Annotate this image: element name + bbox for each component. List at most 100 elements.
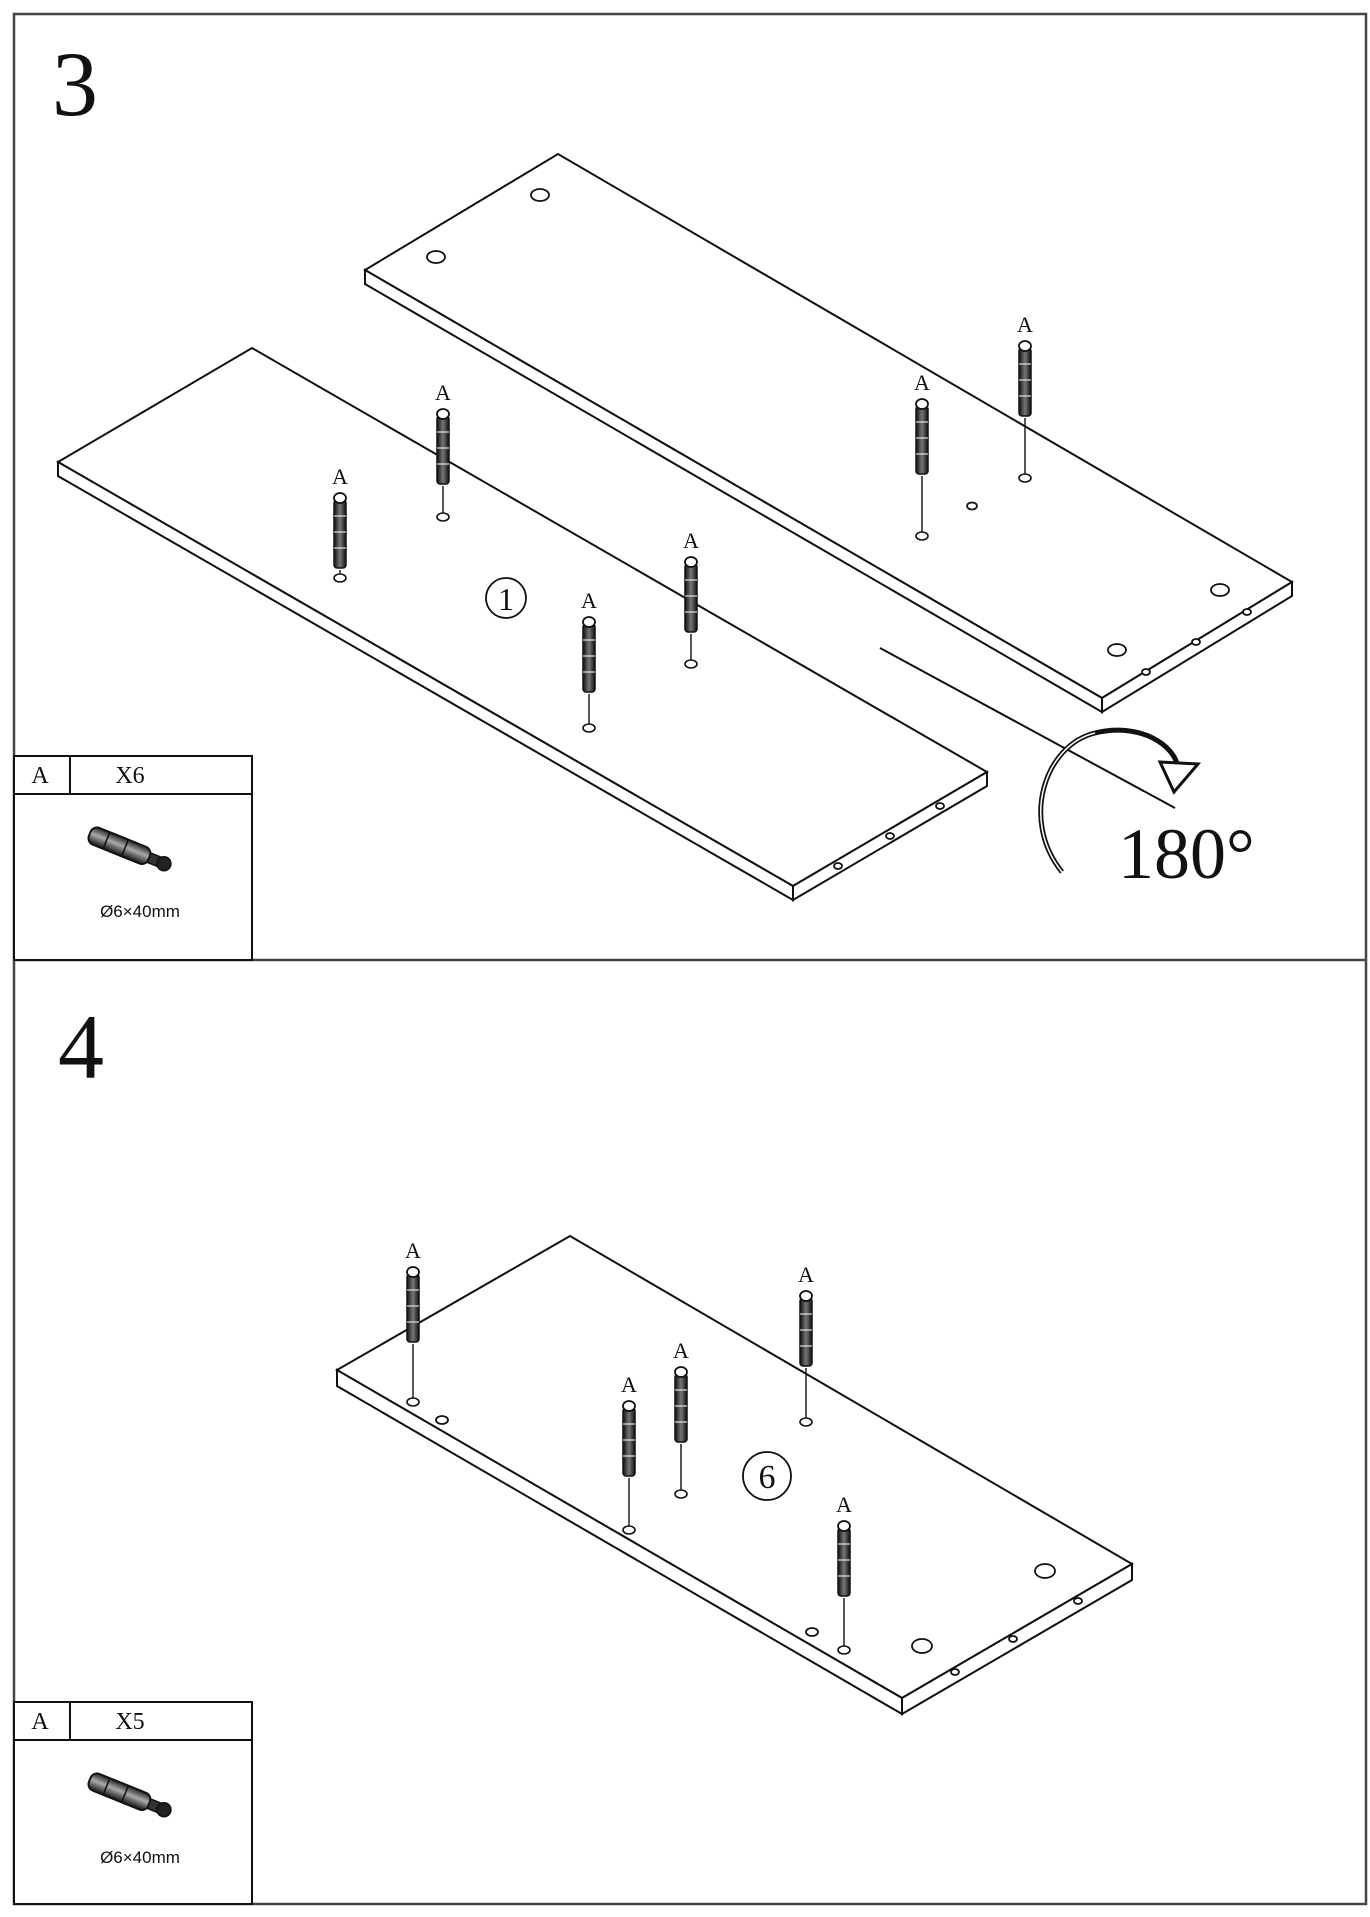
part-number-badge xyxy=(742,1451,792,1501)
dowel-hole xyxy=(426,250,446,264)
dowel-hole xyxy=(530,188,550,202)
dowel-body xyxy=(915,405,929,475)
dowel-label: A xyxy=(798,1262,814,1287)
dowel-label: A xyxy=(621,1372,637,1397)
dowel-pin: A xyxy=(435,380,451,522)
dowel-body xyxy=(582,623,596,693)
dowel-pin: A xyxy=(332,464,348,583)
part-number-badge xyxy=(485,577,527,619)
dowel-hole xyxy=(966,501,978,511)
dowel-body xyxy=(684,563,698,633)
hardware-legend: A X6 Ø6×40mm xyxy=(13,755,253,961)
step-number: 3 xyxy=(52,33,98,135)
dowel-hole xyxy=(1141,668,1151,676)
dowel-hole xyxy=(1191,638,1201,646)
dowel-hole xyxy=(1242,608,1252,616)
dowel-head xyxy=(436,408,450,420)
dowel-hole xyxy=(885,832,895,840)
dowel-hole xyxy=(1034,1563,1056,1579)
dowel-head xyxy=(837,1520,851,1532)
dowel-head xyxy=(333,492,347,504)
dowel-head xyxy=(799,1290,813,1302)
dowel-hole xyxy=(950,1668,960,1676)
step-number: 4 xyxy=(58,996,104,1098)
dowel-hole xyxy=(1018,473,1032,483)
dowel-head xyxy=(406,1266,420,1278)
dowel-pin-icon xyxy=(87,826,172,872)
rotation-label: 180° xyxy=(1118,814,1255,894)
dowel-hole xyxy=(622,1525,636,1535)
legend-size: Ø6×40mm xyxy=(100,902,180,921)
dowel-hole xyxy=(915,531,929,541)
dowel-pin: A xyxy=(581,588,597,733)
dowel-body xyxy=(622,1407,636,1477)
dowel-pin: A xyxy=(621,1372,637,1535)
dowel-group: A A A A A A xyxy=(332,312,1033,733)
dowel-head xyxy=(1018,340,1032,352)
dowel-head xyxy=(622,1400,636,1412)
dowel-label: A xyxy=(435,380,451,405)
dowel-label: A xyxy=(914,370,930,395)
dowel-body xyxy=(799,1297,813,1367)
dowel-hole xyxy=(674,1489,688,1499)
dowel-body xyxy=(837,1527,851,1597)
dowel-head xyxy=(684,556,698,568)
dowel-body xyxy=(436,415,450,485)
dowel-pin: A xyxy=(1017,312,1033,483)
legend-size: Ø6×40mm xyxy=(100,1848,180,1867)
legend-code: A xyxy=(31,1709,49,1735)
dowel-label: A xyxy=(836,1492,852,1517)
legend-quantity: X5 xyxy=(115,1709,144,1735)
dowel-pin: A xyxy=(914,370,930,541)
dowel-body xyxy=(1018,347,1032,417)
dowel-label: A xyxy=(405,1238,421,1263)
dowel-hole xyxy=(1008,1635,1018,1643)
legend-code: A xyxy=(31,763,49,789)
dowel-hole xyxy=(435,1415,449,1425)
dowel-hole xyxy=(684,659,698,669)
dowel-group: A A A A A xyxy=(405,1238,852,1655)
dowel-body xyxy=(333,499,347,569)
hardware-legend: A X5 Ø6×40mm xyxy=(13,1701,253,1905)
dowel-pin: A xyxy=(405,1238,421,1407)
dowel-hole xyxy=(406,1397,420,1407)
dowel-body xyxy=(406,1273,420,1343)
dowel-hole xyxy=(805,1627,819,1637)
dowel-head xyxy=(915,398,929,410)
dowel-label: A xyxy=(673,1338,689,1363)
dowel-hole xyxy=(837,1645,851,1655)
step-4: 4 6 A A A A A A X5 Ø6×40mm xyxy=(13,996,1134,1905)
dowel-hole xyxy=(911,1638,933,1654)
board-holes xyxy=(435,1415,1083,1676)
rotation-indicator: 180° xyxy=(879,647,1255,894)
dowel-pin: A xyxy=(673,1338,689,1499)
rotation-arrow-icon xyxy=(1157,760,1202,795)
dowel-pin: A xyxy=(836,1492,852,1655)
dowel-hole xyxy=(436,512,450,522)
dowel-hole xyxy=(935,802,945,810)
dowel-label: A xyxy=(581,588,597,613)
dowel-label: A xyxy=(1017,312,1033,337)
dowel-body xyxy=(674,1373,688,1443)
dowel-pin-icon xyxy=(87,1772,172,1818)
dowel-label: A xyxy=(683,528,699,553)
step-3: 3 180° 1 A A A A A A A xyxy=(13,33,1294,961)
dowel-hole xyxy=(1073,1597,1083,1605)
dowel-pin: A xyxy=(798,1262,814,1427)
dowel-hole xyxy=(333,573,347,583)
dowel-hole xyxy=(799,1417,813,1427)
dowel-head xyxy=(674,1366,688,1378)
dowel-head xyxy=(582,616,596,628)
dowel-hole xyxy=(1210,583,1230,597)
board-holes xyxy=(426,188,1252,870)
dowel-hole xyxy=(582,723,596,733)
part-number: 1 xyxy=(498,581,514,617)
dowel-hole xyxy=(833,862,843,870)
legend-quantity: X6 xyxy=(115,763,144,789)
dowel-hole xyxy=(1107,643,1127,657)
dowel-pin: A xyxy=(683,528,699,669)
dowel-label: A xyxy=(332,464,348,489)
part-number: 6 xyxy=(759,1459,776,1496)
